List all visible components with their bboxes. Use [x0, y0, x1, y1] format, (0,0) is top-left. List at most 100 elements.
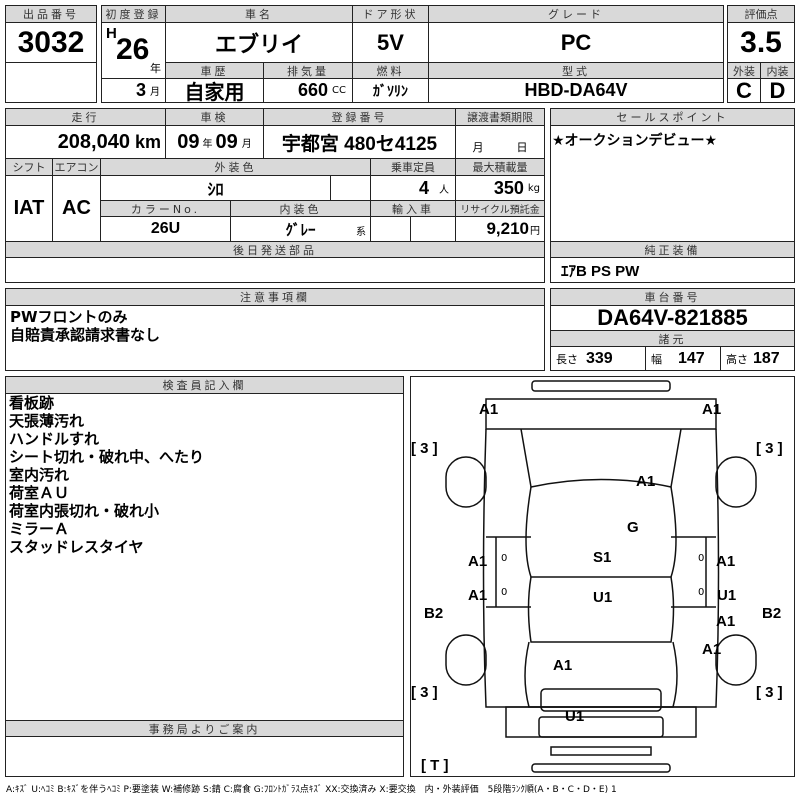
office-label: 事務局よりご案内 — [5, 720, 404, 737]
inspector-line: 室内汚れ — [9, 466, 70, 484]
ext-color-label: 外装色 — [100, 158, 371, 176]
damage-mark: A1 — [468, 553, 488, 570]
plate-number: 宇都宮 480セ4125 — [263, 125, 456, 159]
note-line: 自賠責承認請求書なし — [10, 326, 161, 344]
damage-mark: U1 — [593, 589, 613, 606]
inspector-label: 検査員記入欄 — [5, 376, 404, 394]
score-label: 評価点 — [727, 5, 795, 23]
ext-color-blank — [330, 175, 371, 201]
damage-mark: A1 — [716, 553, 736, 570]
damage-mark: [ 3 ] — [756, 684, 783, 701]
recycle-label: リサイクル預託金 — [455, 200, 545, 217]
note-line: PWフロントのみ — [10, 308, 128, 326]
import-cell-1 — [370, 216, 411, 242]
later-parts-label: 後日発送部品 — [5, 241, 545, 258]
plate-label: 登録番号 — [263, 108, 456, 126]
shift: IAT — [5, 175, 53, 242]
int-color-label: 内装色 — [230, 200, 371, 217]
damage-mark: S1 — [593, 549, 612, 566]
year-unit: 年 — [150, 62, 161, 75]
small-mark: 0 — [698, 553, 705, 564]
history-label: 車歴 — [165, 62, 264, 79]
sales-point-label: セールスポイント — [550, 108, 795, 126]
model-code: HBD-DA64V — [428, 78, 724, 103]
car-outline-icon — [445, 380, 757, 773]
displacement-label: 排気量 — [263, 62, 353, 79]
score: 3.5 — [727, 22, 795, 63]
aircon: AC — [52, 175, 101, 242]
chassis-label: 車台番号 — [550, 288, 795, 306]
color-no: 26U — [100, 216, 231, 242]
grade: PC — [428, 22, 724, 63]
damage-mark: A1 — [702, 641, 722, 658]
damage-mark: B2 — [424, 605, 444, 622]
inspector-line: シート切れ・破れ中、へたり — [9, 448, 205, 466]
era: H — [106, 25, 117, 42]
first-reg-year: H 26 年 — [101, 22, 166, 79]
fuel: ｶﾞｿﾘﾝ — [352, 78, 429, 103]
damage-mark: A1 — [702, 401, 722, 418]
chassis-number: DA64V-821885 — [550, 305, 795, 331]
mileage-label: 走行 — [5, 108, 166, 126]
model-label: 型式 — [428, 62, 724, 79]
damage-mark: B2 — [762, 605, 782, 622]
inspector-line: ミラーＡ — [9, 520, 70, 538]
ext-grade-label: 外装 — [727, 62, 761, 79]
later-parts-body — [5, 257, 545, 283]
notes-body — [5, 305, 545, 371]
int-grade: D — [760, 78, 795, 103]
sales-point-body: ★オークションデビュー★ — [550, 125, 795, 242]
damage-mark: [ T ] — [421, 757, 449, 774]
first-reg-label: 初度登録 — [101, 5, 166, 23]
inspector-line: 看板跡 — [9, 394, 55, 412]
damage-mark: U1 — [565, 708, 585, 725]
year: 26 — [116, 33, 150, 66]
transfer-deadline: 月日 — [455, 125, 545, 159]
shift-label: シフト — [5, 158, 53, 176]
import-cell-2 — [410, 216, 456, 242]
inspector-line: 荷室内張切れ・破れ小 — [9, 502, 160, 520]
car-name-label: 車名 — [165, 5, 353, 23]
legend: A:ｷｽﾞ U:ﾍｺﾐ B:ｷｽﾞを伴うﾍｺﾐ P:要塗装 W:補修跡 S:錆 … — [6, 785, 617, 795]
int-grade-label: 内装 — [760, 62, 795, 79]
import-label: 輸入車 — [370, 200, 456, 217]
lot-number: 3032 — [5, 22, 97, 63]
office-body — [5, 736, 404, 777]
grade-label: グレード — [428, 5, 724, 23]
history: 自家用 — [165, 78, 264, 103]
door-type: 5V — [352, 22, 429, 63]
damage-mark: [ 3 ] — [756, 440, 783, 457]
inspector-line: 荷室ＡＵ — [9, 484, 70, 502]
int-color: ｸﾞﾚｰ系 — [230, 216, 371, 242]
notes-label: 注意事項欄 — [5, 288, 545, 306]
transfer-label: 譲渡書類期限 — [455, 108, 545, 126]
aircon-label: エアコン — [52, 158, 101, 176]
spec-label: 諸元 — [550, 330, 795, 347]
damage-mark: [ 3 ] — [411, 684, 438, 701]
small-mark: 0 — [698, 587, 705, 598]
ext-grade: C — [727, 78, 761, 103]
damage-mark: G — [627, 519, 639, 536]
door-label: ドア形状 — [352, 5, 429, 23]
damage-mark: A1 — [479, 401, 499, 418]
equipment: ｴｱB PS PW — [550, 257, 795, 283]
max-load-label: 最大積載量 — [455, 158, 545, 176]
lot-label: 出品番号 — [5, 5, 97, 23]
lot-blank — [5, 62, 97, 103]
damage-mark: A1 — [553, 657, 573, 674]
damage-mark: U1 — [717, 587, 737, 604]
capacity-label: 乗車定員 — [370, 158, 456, 176]
equipment-label: 純正装備 — [550, 241, 795, 258]
inspector-line: 天張薄汚れ — [9, 412, 85, 430]
